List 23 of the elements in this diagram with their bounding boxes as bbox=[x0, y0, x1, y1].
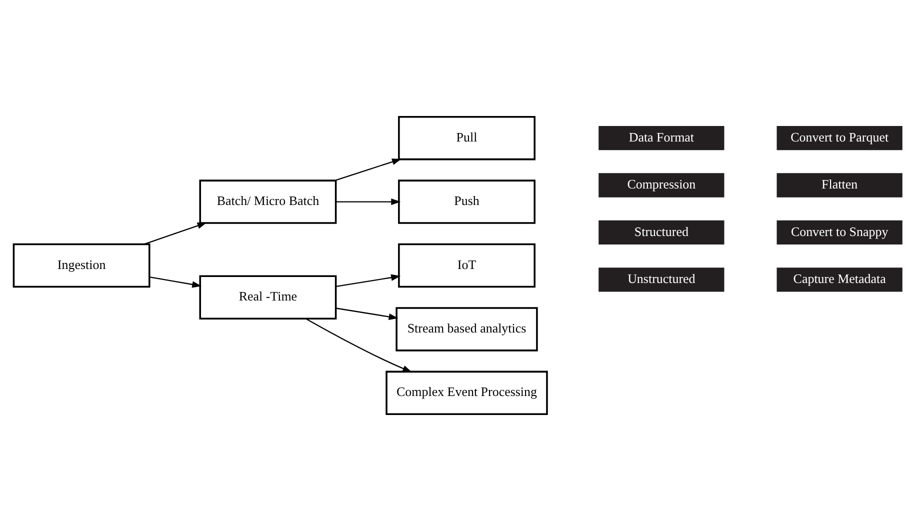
node-box: Data Format bbox=[596, 124, 726, 152]
node-box: Structured bbox=[596, 218, 726, 246]
arrow bbox=[336, 307, 398, 320]
arrow bbox=[336, 198, 400, 205]
node-box: Complex Event Processing bbox=[385, 370, 548, 415]
node-box: Convert to Parquet bbox=[774, 124, 904, 152]
node-box: Convert to Snappy bbox=[774, 218, 904, 246]
arrow bbox=[144, 222, 206, 244]
arrow bbox=[334, 158, 401, 180]
node-box: Unstructured bbox=[596, 265, 726, 294]
arrow bbox=[305, 318, 412, 372]
node-box: Capture Metadata bbox=[774, 265, 904, 294]
node-box: Flatten bbox=[774, 170, 904, 199]
node-box: Stream based analytics bbox=[395, 306, 538, 351]
node-box: Pull bbox=[398, 115, 535, 160]
node-box: Batch/ Micro Batch bbox=[198, 179, 336, 224]
node-box: Ingestion bbox=[12, 242, 150, 288]
arrow bbox=[336, 274, 400, 287]
node-box: Compression bbox=[596, 170, 726, 199]
node-box: IoT bbox=[398, 242, 535, 288]
arrow bbox=[149, 276, 202, 288]
node-box: Push bbox=[398, 179, 535, 224]
node-box: Real -Time bbox=[198, 274, 336, 319]
